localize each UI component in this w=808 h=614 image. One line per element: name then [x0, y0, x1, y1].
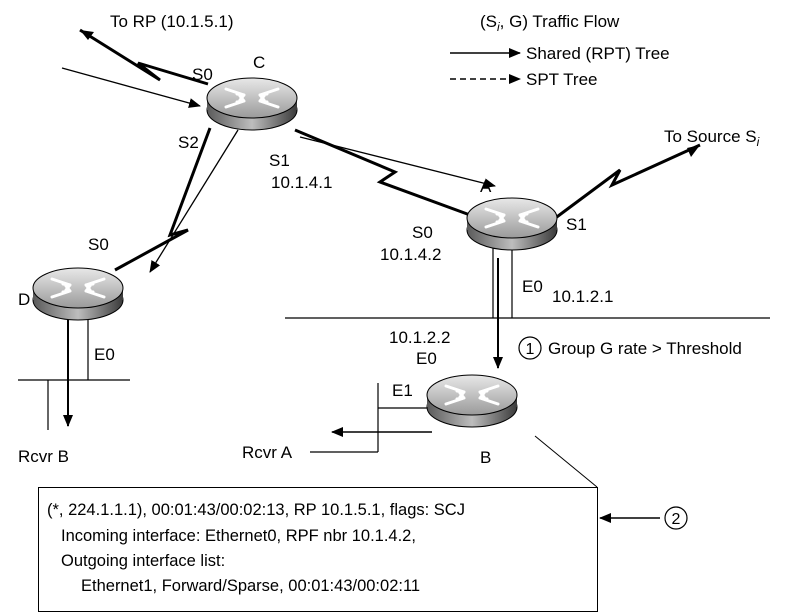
- mroute-line-4: Ethernet1, Forward/Sparse, 00:01:43/00:0…: [81, 577, 421, 595]
- router-d-s0: S0: [88, 235, 109, 254]
- step-1-number: 1: [526, 341, 535, 358]
- router-c: [205, 76, 299, 132]
- mroute-output-box: (*, 224.1.1.1), 00:01:43/00:02:13, RP 10…: [38, 487, 598, 612]
- router-b-e0-ip: 10.1.2.2: [389, 328, 450, 347]
- legend-shared-label: Shared (RPT) Tree: [526, 44, 670, 63]
- mroute-line-3: Outgoing interface list:: [61, 552, 226, 570]
- router-a-s0: S0: [412, 223, 433, 242]
- mroute-line-2: Incoming interface: Ethernet0, RPF nbr 1…: [61, 527, 416, 545]
- router-a-s0-ip: 10.1.4.2: [380, 245, 441, 264]
- router-c-s2: S2: [178, 133, 199, 152]
- to-source-label: To Source Si: [664, 127, 760, 149]
- router-d: [31, 266, 125, 322]
- step-2-badge: [664, 506, 688, 530]
- router-c-name: C: [253, 53, 265, 72]
- router-d-e0: E0: [94, 345, 115, 364]
- router-a: [465, 196, 559, 252]
- router-a-s1: S1: [566, 215, 587, 234]
- router-b-e1: E1: [392, 381, 413, 400]
- rcvr-a-label: Rcvr A: [242, 443, 293, 462]
- link-c-to-rp: [79, 28, 209, 86]
- router-d-name: D: [18, 290, 30, 309]
- legend-title: (Si, G) Traffic Flow: [480, 12, 620, 34]
- link-a-to-source: [549, 143, 701, 224]
- router-b: [425, 373, 519, 429]
- step-2-number: 2: [672, 511, 681, 528]
- router-c-s1-ip: 10.1.4.1: [271, 173, 332, 192]
- link-c-to-d: [114, 127, 212, 272]
- router-b-e0: E0: [416, 349, 437, 368]
- callout-line: [534, 435, 598, 488]
- shared-tree-arrow-into-c: [61, 67, 201, 108]
- to-rp-label: To RP (10.1.5.1): [110, 12, 233, 31]
- router-b-name: B: [480, 448, 491, 467]
- shared-tree-arrow-c-to-a: [299, 136, 496, 189]
- link-c-to-a: [294, 128, 471, 217]
- router-c-s0: S0: [192, 65, 213, 84]
- router-a-e0-ip: 10.1.2.1: [552, 287, 613, 306]
- router-a-e0: E0: [522, 277, 543, 296]
- rp-arrow-head: [80, 30, 94, 40]
- step-1-text: Group G rate > Threshold: [548, 339, 742, 358]
- mroute-line-1: (*, 224.1.1.1), 00:01:43/00:02:13, RP 10…: [47, 501, 465, 519]
- rcvr-b-label: Rcvr B: [18, 447, 69, 466]
- step-1-badge: [518, 336, 542, 360]
- router-a-name: A: [480, 177, 492, 196]
- shared-tree-arrow-c-to-d: [149, 129, 239, 273]
- source-arrow-head: [687, 145, 700, 157]
- legend-spt-label: SPT Tree: [526, 70, 598, 89]
- router-c-s1: S1: [269, 151, 290, 170]
